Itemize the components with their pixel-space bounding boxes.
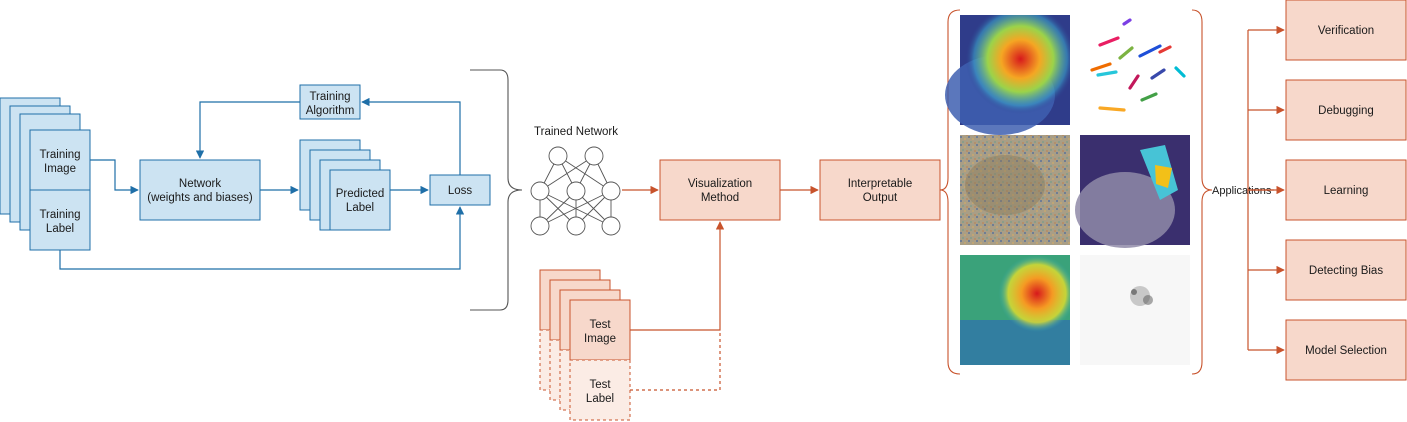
application-learning: Learning	[1285, 159, 1407, 221]
application-verification: Verification	[1285, 0, 1407, 61]
predicted-label-2: Label	[346, 202, 374, 214]
tsne-clusters-icon	[1080, 15, 1190, 125]
application-detecting-bias: Detecting Bias	[1285, 239, 1407, 301]
trained-network-icon	[530, 146, 621, 236]
application-connectors	[1247, 25, 1285, 355]
arrow-test-image-to-visualization	[630, 221, 725, 331]
test-data-stack: Test Image Test Label	[539, 269, 631, 421]
interpretable-label-1: Interpretable	[848, 178, 913, 190]
saliency-noise-icon	[960, 135, 1070, 245]
interpretable-label-2: Output	[863, 192, 898, 204]
training-label-label-1: Training	[39, 209, 80, 221]
training-image-box	[29, 129, 91, 191]
test-image-box	[569, 299, 631, 361]
test-label-label-2: Label	[586, 393, 614, 405]
application-label: Verification	[1318, 25, 1374, 37]
test-label-box	[569, 359, 631, 421]
training-data-stack: Training Image Training Label	[0, 97, 91, 251]
network-box: Network (weights and biases)	[139, 159, 261, 221]
training-algorithm-box: Training Algorithm	[299, 84, 361, 120]
interpretable-output-box: Interpretable Output	[819, 159, 941, 221]
test-image-label-1: Test	[589, 319, 611, 331]
loss-label: Loss	[448, 185, 473, 197]
predicted-label-stack: Predicted Label	[299, 139, 391, 231]
sparse-saliency-icon	[1080, 255, 1190, 365]
training-image-label-1: Training	[39, 149, 80, 161]
application-debugging: Debugging	[1285, 79, 1407, 141]
heatmap-dog-icon	[960, 255, 1070, 365]
training-algorithm-label-1: Training	[309, 91, 350, 103]
test-label-label-1: Test	[589, 379, 611, 391]
arrow-algorithm-to-network	[195, 101, 300, 159]
application-label: Learning	[1324, 185, 1369, 197]
application-label: Model Selection	[1305, 345, 1387, 357]
loss-box: Loss	[429, 174, 491, 206]
visualization-method-box: Visualization Method	[659, 159, 781, 221]
training-label-label-2: Label	[46, 223, 74, 235]
segmentation-dog-icon	[1075, 135, 1190, 248]
visualization-label-2: Method	[701, 192, 739, 204]
training-label-box	[29, 189, 91, 251]
application-label: Detecting Bias	[1309, 265, 1383, 277]
visualization-label-1: Visualization	[688, 178, 752, 190]
arrow-label-to-loss	[59, 206, 465, 270]
application-model-selection: Model Selection	[1285, 319, 1407, 381]
training-connectors	[59, 97, 465, 270]
network-label-2: (weights and biases)	[147, 192, 253, 204]
arrow-loss-to-algorithm	[361, 97, 461, 175]
gradcam-dog-icon	[945, 15, 1070, 135]
arrow-test-label-to-visualization	[630, 330, 721, 391]
test-image-label-2: Image	[584, 333, 616, 345]
network-label-1: Network	[179, 178, 221, 190]
output-bracket-right	[1191, 9, 1213, 375]
training-algorithm-label-2: Algorithm	[306, 105, 355, 117]
arrow-image-to-network	[90, 159, 139, 195]
trained-network-label: Trained Network	[534, 126, 618, 138]
training-bracket	[470, 69, 523, 311]
predicted-label-1: Predicted	[336, 188, 385, 200]
output-bracket-left	[939, 9, 961, 375]
training-image-label-2: Image	[44, 163, 76, 175]
test-connectors	[622, 185, 819, 391]
application-label: Debugging	[1318, 105, 1374, 117]
applications-label: Applications	[1212, 185, 1272, 197]
